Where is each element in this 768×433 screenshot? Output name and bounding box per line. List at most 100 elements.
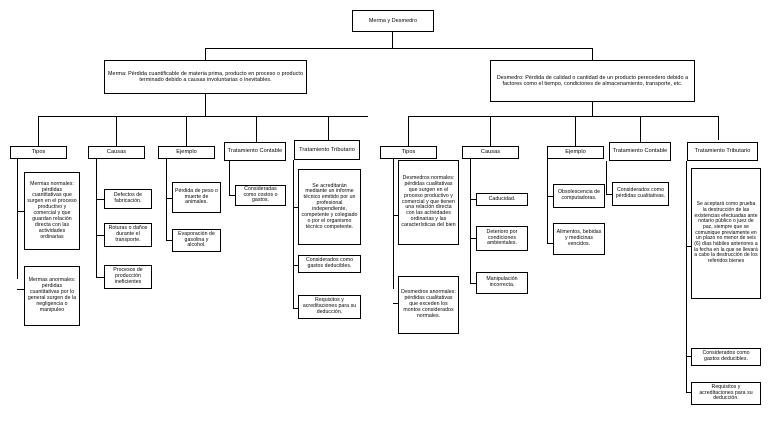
connector-merma-causas-3 bbox=[96, 277, 104, 278]
connector-merma-col5 bbox=[328, 116, 329, 140]
desmedro-column-header-causas: Causas bbox=[462, 146, 519, 159]
node-text: Deterioro por condiciones ambientales. bbox=[486, 228, 518, 247]
connector-merma-tributario-2 bbox=[293, 265, 298, 266]
connector-merma-causas-2 bbox=[96, 235, 104, 236]
merma-tributario-item-3: Requisitos y acreditaciones para su dedu… bbox=[298, 295, 361, 319]
merma-tributario-item-2: Considerados como gastos deducibles. bbox=[298, 255, 361, 273]
connector-merma-ejemplo-1 bbox=[166, 198, 172, 199]
connector-desmedro-tributario-2 bbox=[686, 356, 691, 357]
node-text: Considerados como gastos deducibles. bbox=[305, 257, 354, 269]
header-label: Tratamiento Contable bbox=[612, 148, 668, 155]
node-text: Requisitos y acreditaciones para su dedu… bbox=[302, 297, 357, 315]
node-text: Desmedros normales: pérdidas cualitativa… bbox=[401, 175, 456, 229]
node-text: Se acreditarán mediante un informe técni… bbox=[301, 182, 358, 230]
node-text: Considerados como gastos deducibles. bbox=[702, 350, 750, 362]
connector-merma-drop bbox=[205, 48, 206, 60]
header-label: Tratamiento Contable bbox=[227, 148, 283, 155]
desmedro-tipos-item-2: Desmedros anormales: pérdidas cualitativ… bbox=[398, 276, 459, 334]
desmedro-tributario-item-2: Considerados como gastos deducibles. bbox=[691, 348, 761, 366]
node-text: Requisitos y acreditaciones para su dedu… bbox=[699, 383, 753, 402]
merma-tributario-item-1: Se acreditarán mediante un informe técni… bbox=[298, 169, 361, 245]
connector-merma-col1 bbox=[38, 116, 39, 146]
node-text: Evaporación de gasolina y alcohol. bbox=[178, 230, 215, 249]
desmedro-ejemplo-item-2: Alimentos, bebidas y medicinas vencidos. bbox=[553, 223, 605, 255]
connector-merma-contable-1 bbox=[229, 195, 235, 196]
node-text: Consideradas como costos o gastos. bbox=[243, 185, 278, 204]
connector-desmedro-ejemplo-1 bbox=[547, 196, 553, 197]
connector-desmedro-col5 bbox=[718, 116, 719, 140]
connector-desmedro-drop bbox=[592, 48, 593, 60]
desmedro-contable-item-1: Considerados como pérdidas cualitativas. bbox=[612, 182, 669, 206]
connector-root-stem bbox=[392, 32, 393, 48]
connector-desmedro-col3 bbox=[575, 116, 576, 146]
connector-merma-ejemplo-2 bbox=[166, 240, 172, 241]
merma-column-header-tratamiento-tributario: Tratamiento Tributario bbox=[294, 140, 360, 160]
node-text: Pérdida de peso o muerte de animales. bbox=[175, 187, 218, 206]
merma-column-header-causas: Causas bbox=[88, 146, 145, 159]
desmedro-definition-text: Desmedro: Pérdida de calidad o cantidad … bbox=[496, 74, 689, 87]
connector-merma-contable-spine bbox=[229, 161, 230, 195]
desmedro-causas-item-1: Caducidad. bbox=[476, 193, 528, 206]
connector-desmedro-tributario-1 bbox=[686, 246, 691, 247]
desmedro-causas-item-2: Deterioro por condiciones ambientales. bbox=[476, 226, 528, 251]
header-label: Tratamiento Tributario bbox=[299, 146, 355, 153]
connector-desmedro-ejemplo-2 bbox=[547, 243, 553, 244]
connector-merma-ejemplo-spine bbox=[166, 159, 167, 240]
connector-merma-col2 bbox=[116, 116, 117, 146]
merma-tipos-item-1: Mermas normales: pérdidas cuantitativas … bbox=[24, 172, 80, 250]
connector-merma-col4 bbox=[256, 116, 257, 142]
root-node: Merma y Desmedro bbox=[352, 10, 434, 32]
node-text: Obsolescencia de computadoras. bbox=[557, 189, 601, 201]
merma-causas-item-3: Procesos de producción ineficientes bbox=[104, 265, 152, 289]
node-text: Roturas o daños durante el transporte. bbox=[108, 225, 148, 243]
merma-ejemplo-item-1: Pérdida de peso o muerte de animales. bbox=[172, 182, 221, 213]
desmedro-causas-item-3: Manipulación incorrecta. bbox=[476, 272, 528, 294]
connector-merma-tipos-1 bbox=[17, 211, 24, 212]
node-text: Procesos de producción ineficientes bbox=[113, 267, 143, 285]
connector-desmedro-tributario-3 bbox=[686, 392, 691, 393]
desmedro-tipos-item-1: Desmedros normales: pérdidas cualitativa… bbox=[398, 160, 459, 245]
merma-definition-text: Merma: Pérdida cuantificable de materia … bbox=[107, 70, 304, 83]
connector-merma-tributario-1 bbox=[293, 207, 298, 208]
desmedro-tributario-item-1: Se aceptará como prueba la destrucción d… bbox=[691, 168, 761, 299]
node-text: Caducidad. bbox=[488, 195, 516, 202]
connector-desmedro-causas-3 bbox=[470, 283, 476, 284]
connector-desmedro-ejemplo-spine bbox=[547, 159, 548, 243]
merma-ejemplo-item-2: Evaporación de gasolina y alcohol. bbox=[172, 229, 221, 252]
connector-merma-tributario-3 bbox=[293, 308, 298, 309]
connector-merma-bus bbox=[38, 116, 368, 117]
node-text: Considerados como pérdidas cualitativas. bbox=[615, 187, 666, 199]
connector-desmedro-tipos-1 bbox=[393, 215, 398, 216]
connector-desmedro-col4 bbox=[640, 116, 641, 142]
connector-root-bus bbox=[205, 48, 593, 49]
desmedro-column-header-tipos: Tipos bbox=[380, 146, 437, 159]
connector-desmedro-tipos-spine bbox=[393, 159, 394, 289]
header-label: Causas bbox=[480, 149, 501, 156]
root-node-label: Merma y Desmedro bbox=[368, 17, 418, 24]
node-text: Mermas anormales: pérdidas cuantitativas… bbox=[27, 277, 77, 313]
merma-causas-item-2: Roturas o daños durante el transporte. bbox=[104, 223, 152, 247]
header-label: Tipos bbox=[31, 149, 46, 156]
connector-desmedro-col1 bbox=[408, 116, 409, 146]
merma-column-header-ejemplo: Ejemplo bbox=[158, 146, 215, 159]
connector-desmedro-causas-spine bbox=[470, 159, 471, 283]
node-text: Se aceptará como prueba la destrucción d… bbox=[694, 201, 758, 264]
header-label: Tipos bbox=[401, 149, 416, 156]
node-text: Manipulación incorrecta. bbox=[486, 276, 518, 288]
connector-desmedro-stem bbox=[592, 102, 593, 116]
connector-desmedro-col2 bbox=[490, 116, 491, 146]
desmedro-column-header-ejemplo: Ejemplo bbox=[547, 146, 604, 159]
node-text: Alimentos, bebidas y medicinas vencidos. bbox=[556, 229, 602, 247]
desmedro-column-header-tratamiento-tributario: Tratamiento Tributario bbox=[687, 142, 758, 161]
connector-merma-tipos-2 bbox=[17, 289, 24, 290]
desmedro-definition-node: Desmedro: Pérdida de calidad o cantidad … bbox=[490, 60, 695, 102]
connector-merma-causas-spine bbox=[96, 159, 97, 277]
connector-desmedro-causas-1 bbox=[470, 199, 476, 200]
merma-column-header-tratamiento-contable: Tratamiento Contable bbox=[224, 142, 286, 161]
desmedro-column-header-tratamiento-contable: Tratamiento Contable bbox=[609, 142, 671, 161]
header-label: Causas bbox=[106, 149, 127, 156]
connector-desmedro-tributario-spine bbox=[686, 161, 687, 392]
header-label: Ejemplo bbox=[565, 149, 586, 156]
connector-desmedro-contable-spine bbox=[606, 161, 607, 194]
